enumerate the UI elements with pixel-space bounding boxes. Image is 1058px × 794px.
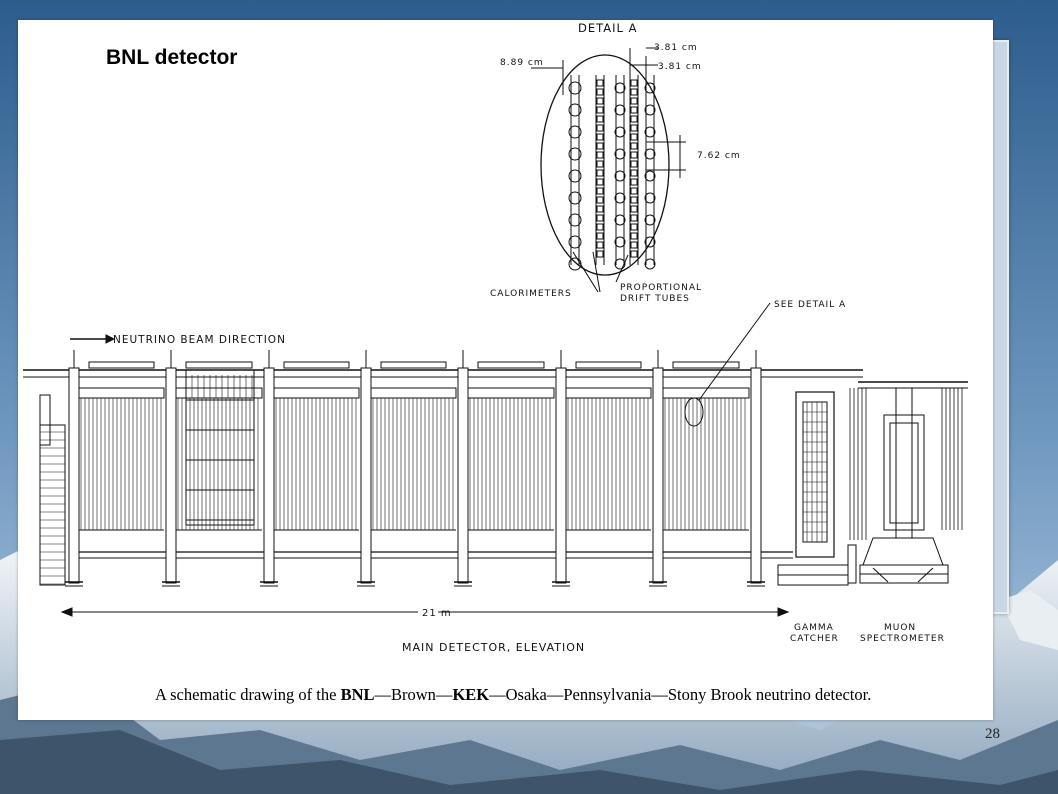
page-number: 28 <box>985 726 1000 742</box>
see-detail-label: SEE DETAIL A <box>774 300 846 310</box>
dim-gap-1-label: 3.81 cm <box>654 43 698 53</box>
dim-width-label: 8.89 cm <box>500 58 544 68</box>
gamma-catcher-label-2: CATCHER <box>790 634 839 644</box>
muon-spectrometer-label-2: SPECTROMETER <box>860 634 945 644</box>
calorimeters-label: CALORIMETERS <box>490 289 572 299</box>
slide-title: BNL detector <box>106 46 238 69</box>
figure-caption: A schematic drawing of the BNL—Brown—KEK… <box>155 685 871 705</box>
caption-suffix: —Osaka—Pennsylvania—Stony Brook neutrino… <box>489 685 872 704</box>
dim-pitch-label: 7.62 cm <box>697 151 741 161</box>
caption-kek: KEK <box>452 685 490 704</box>
gamma-catcher-label-1: GAMMA <box>794 623 834 633</box>
main-detector-elevation <box>23 302 968 617</box>
caption-sep: —Brown— <box>374 685 453 704</box>
muon-spectrometer-label-1: MUON <box>884 623 916 633</box>
bnl-detector-schematic: DETAIL A 8.89 cm 3.81 cm 3.81 cm 7.62 cm… <box>23 21 968 654</box>
caption-prefix: A schematic drawing of the <box>155 685 341 704</box>
caption-bnl: BNL <box>340 685 375 704</box>
drift-tubes-label-2: DRIFT TUBES <box>620 294 690 304</box>
dim-gap-2-label: 3.81 cm <box>658 62 702 72</box>
detail-a-view <box>531 47 686 293</box>
length-21m-label: 21 m <box>422 608 452 619</box>
detail-a-title: DETAIL A <box>578 21 637 35</box>
drift-tubes-label-1: PROPORTIONAL <box>620 283 702 293</box>
beam-direction-label: NEUTRINO BEAM DIRECTION <box>113 334 286 346</box>
elevation-label: MAIN DETECTOR, ELEVATION <box>402 641 585 654</box>
